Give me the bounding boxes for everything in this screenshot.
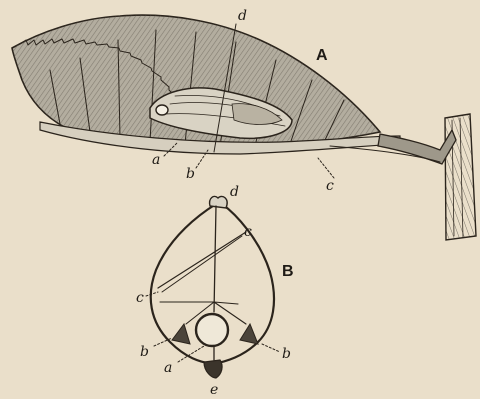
label-b-a: a <box>164 360 172 376</box>
label-b-c-left: c <box>136 290 144 306</box>
panel-label-b: B <box>282 263 294 280</box>
label-a-d: d <box>238 8 247 24</box>
central-ring <box>196 314 228 346</box>
label-b-d: d <box>230 184 239 200</box>
label-b-c-upper: c <box>244 224 252 240</box>
figure-a: A d a b c <box>12 8 476 240</box>
bottom-knob <box>204 360 222 378</box>
leaf-petiole <box>378 130 456 164</box>
panel-label-a: A <box>316 47 328 64</box>
label-b-b-left: b <box>140 344 149 360</box>
label-b-e: e <box>210 382 218 398</box>
top-knob <box>210 196 227 208</box>
label-a-c: c <box>326 178 334 194</box>
figure-b: B d c c b b a e <box>136 184 294 398</box>
label-a-a: a <box>152 152 160 168</box>
label-a-b: b <box>186 166 195 182</box>
label-b-b-right: b <box>282 346 291 362</box>
